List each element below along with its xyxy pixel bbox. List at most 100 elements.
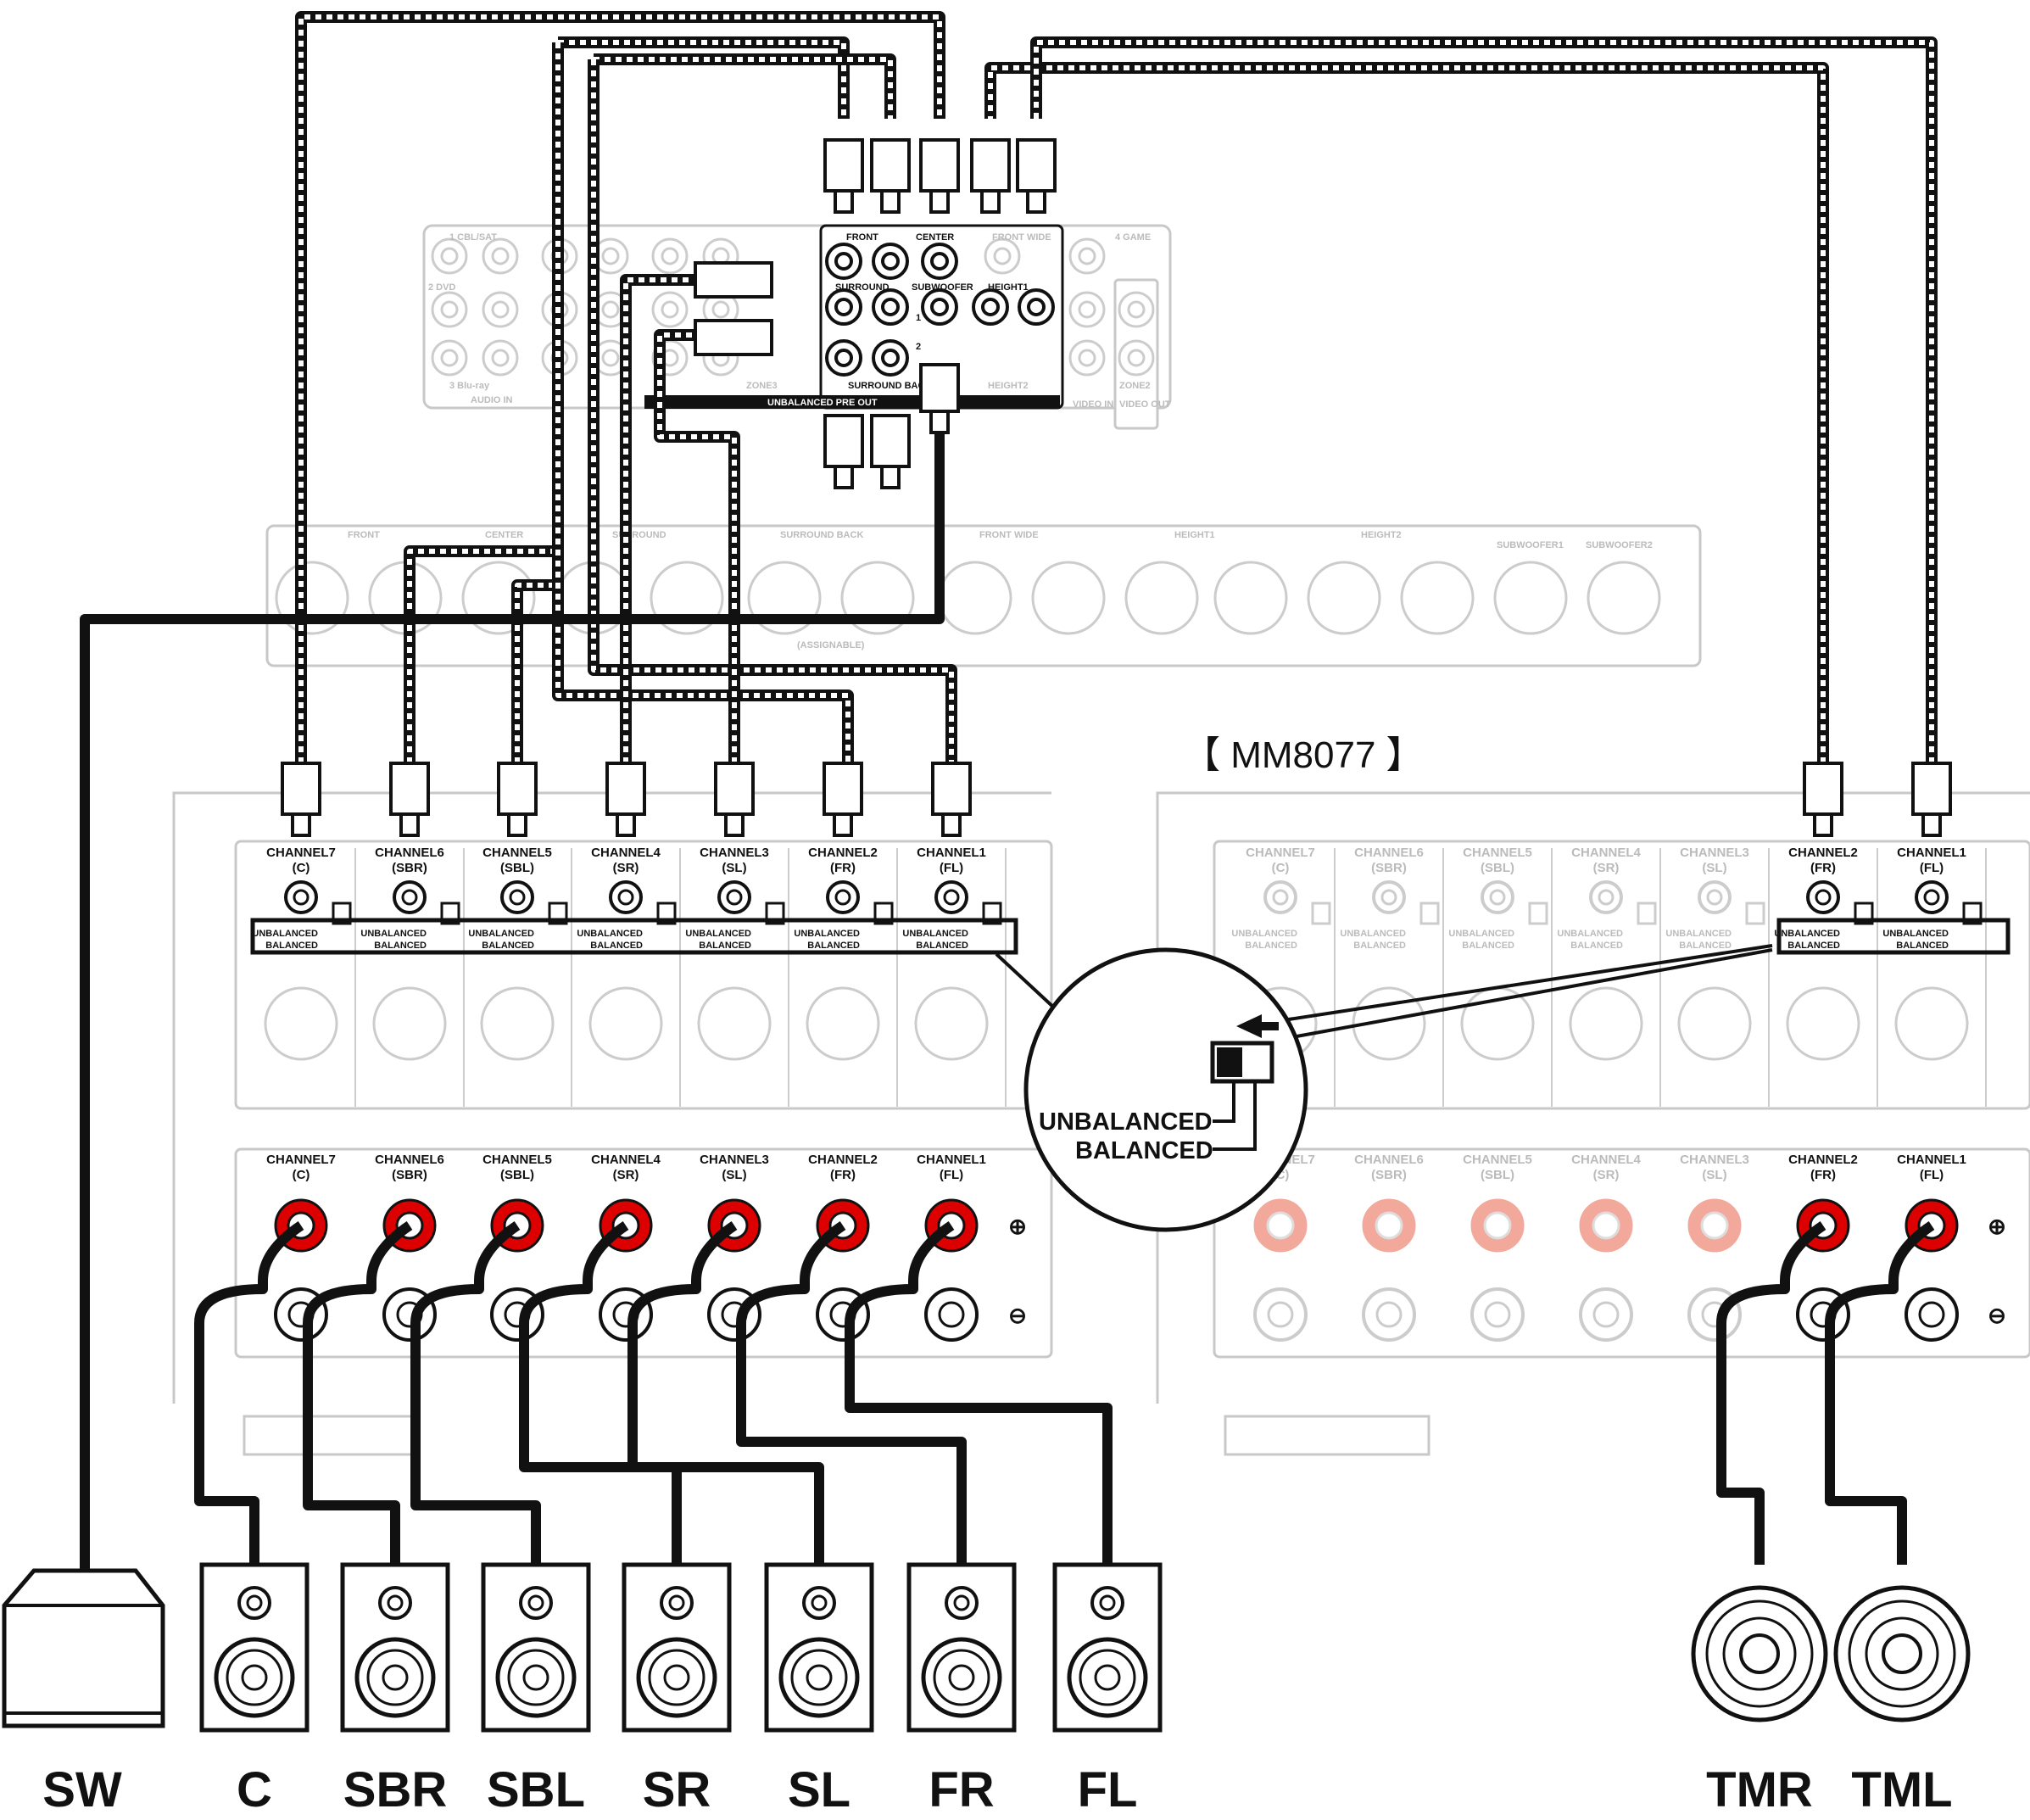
negative-terminal-center [938, 1301, 965, 1328]
xlr-input-jack[interactable] [264, 986, 338, 1061]
unbalanced-balanced-switch[interactable] [1528, 902, 1548, 925]
terminal-channel-name: (SBR) [1371, 1168, 1407, 1182]
rca-plug [823, 414, 864, 468]
rca-plug [870, 414, 911, 468]
channel-label: CHANNEL1 [1897, 846, 1966, 860]
rca-jack[interactable] [651, 237, 689, 275]
rca-plug-tip [929, 189, 950, 214]
rca-input-jack-center [1489, 889, 1506, 906]
rca-input-jack[interactable] [717, 880, 751, 914]
rca-jack[interactable] [872, 243, 909, 280]
rca-input-jack[interactable] [1915, 880, 1949, 914]
speaker-label-sr: SR [643, 1762, 711, 1817]
xlr-input-jack[interactable] [1786, 986, 1860, 1061]
tweeter-center [1099, 1594, 1116, 1611]
rca-jack[interactable] [984, 237, 1021, 275]
xlr-jack[interactable] [1493, 561, 1568, 635]
xlr-input-jack[interactable] [372, 986, 447, 1061]
switch-unbalanced-label: UNBALANCED [794, 929, 860, 939]
rca-jack[interactable] [872, 339, 909, 377]
channel-label: CHANNEL7 [1246, 846, 1315, 860]
channel-label: CHANNEL1 [917, 846, 986, 860]
rca-jack[interactable] [651, 291, 689, 328]
callout-balanced: BALANCED [1075, 1137, 1213, 1164]
rca-jack[interactable] [921, 243, 958, 280]
rca-jack[interactable] [825, 339, 862, 377]
rca-jack[interactable] [825, 288, 862, 326]
rca-input-jack[interactable] [500, 880, 534, 914]
rca-jack[interactable] [431, 237, 468, 275]
rca-jack[interactable] [482, 237, 519, 275]
rca-input-jack[interactable] [609, 880, 643, 914]
rca-jack[interactable] [972, 288, 1009, 326]
rca-input-jack[interactable] [1806, 880, 1840, 914]
xlr-jack[interactable] [1587, 561, 1661, 635]
xlr-input-jack[interactable] [1569, 986, 1643, 1061]
speaker-cable-sl [627, 1221, 824, 1565]
rca-jack[interactable] [1068, 291, 1106, 328]
rca-jack[interactable] [1068, 237, 1106, 275]
xlr-input-jack[interactable] [1894, 986, 1969, 1061]
rca-jack[interactable] [1118, 339, 1155, 377]
rca-plug-tip [834, 465, 854, 489]
xlr-surround-back-label: SURROUND BACK [780, 530, 863, 540]
rca-jack[interactable] [1018, 288, 1055, 326]
terminal-channel-label: CHANNEL1 [1897, 1153, 1966, 1167]
rca-input-jack[interactable] [934, 880, 968, 914]
rca-jack[interactable] [1118, 291, 1155, 328]
rca-plug-horizontal [694, 261, 773, 299]
unbalanced-balanced-switch[interactable] [1745, 902, 1765, 925]
unbalanced-balanced-switch[interactable] [1419, 902, 1440, 925]
xlr-input-jack[interactable] [914, 986, 989, 1061]
speaker-label-fl: FL [1078, 1762, 1138, 1817]
xlr-jack[interactable] [1307, 561, 1381, 635]
xlr-input-jack[interactable] [588, 986, 663, 1061]
xlr-jack[interactable] [1124, 561, 1199, 635]
rca-jack[interactable] [825, 243, 862, 280]
rca-input-jack[interactable] [284, 880, 318, 914]
xlr-input-jack[interactable] [1677, 986, 1752, 1061]
rca-jack[interactable] [482, 339, 519, 377]
rca-input-jack[interactable] [826, 880, 860, 914]
rca-jack[interactable] [482, 291, 519, 328]
rca-plug-tip [880, 465, 901, 489]
rca-jack-center [491, 300, 510, 319]
unbalanced-balanced-switch[interactable] [1311, 902, 1331, 925]
terminal-channel-label: CHANNEL2 [808, 1153, 878, 1167]
audio-in-label: AUDIO IN [471, 395, 513, 405]
rca-jack[interactable] [921, 288, 958, 326]
xlr-center-label: CENTER [485, 530, 523, 540]
xlr-jack[interactable] [1213, 561, 1288, 635]
rca-jack[interactable] [1068, 339, 1106, 377]
xlr-subwoofer2-label: SUBWOOFER2 [1586, 540, 1653, 550]
rca-input-jack[interactable] [1589, 880, 1623, 914]
xlr-input-jack[interactable] [697, 986, 772, 1061]
rca-plug-tip [616, 812, 636, 837]
rca-jack[interactable] [872, 288, 909, 326]
unbalanced-balanced-switch[interactable] [1637, 902, 1657, 925]
rca-input-jack[interactable] [1698, 880, 1732, 914]
xlr-jack[interactable] [938, 561, 1012, 635]
speaker-cable-tmr [1716, 1221, 1826, 1565]
channel-name: (SBL) [1481, 861, 1514, 875]
speaker-label-c: C [237, 1762, 272, 1817]
rca-input-jack[interactable] [393, 880, 427, 914]
rca-input-jack-center [617, 889, 634, 906]
rca-input-jack[interactable] [1481, 880, 1514, 914]
rca-input-jack[interactable] [1372, 880, 1406, 914]
channel-name: (FR) [830, 861, 856, 875]
pre-out-label: UNBALANCED PRE OUT [767, 398, 878, 408]
rca-input-jack-center [509, 889, 526, 906]
channel-label: CHANNEL7 [266, 846, 336, 860]
negative-terminal-center [1267, 1301, 1294, 1328]
xlr-jack[interactable] [1400, 561, 1475, 635]
xlr-input-jack[interactable] [806, 986, 880, 1061]
rca-jack[interactable] [431, 291, 468, 328]
rca-jack[interactable] [431, 339, 468, 377]
xlr-input-jack[interactable] [480, 986, 555, 1061]
xlr-jack[interactable] [1031, 561, 1106, 635]
rca-input-jack[interactable] [1263, 880, 1297, 914]
channel-name: (SR) [1593, 861, 1620, 875]
amp-channel-left-1: CHANNEL1(FL)UNBALANCEDBALANCEDCHANNEL1(F… [902, 846, 1007, 1342]
